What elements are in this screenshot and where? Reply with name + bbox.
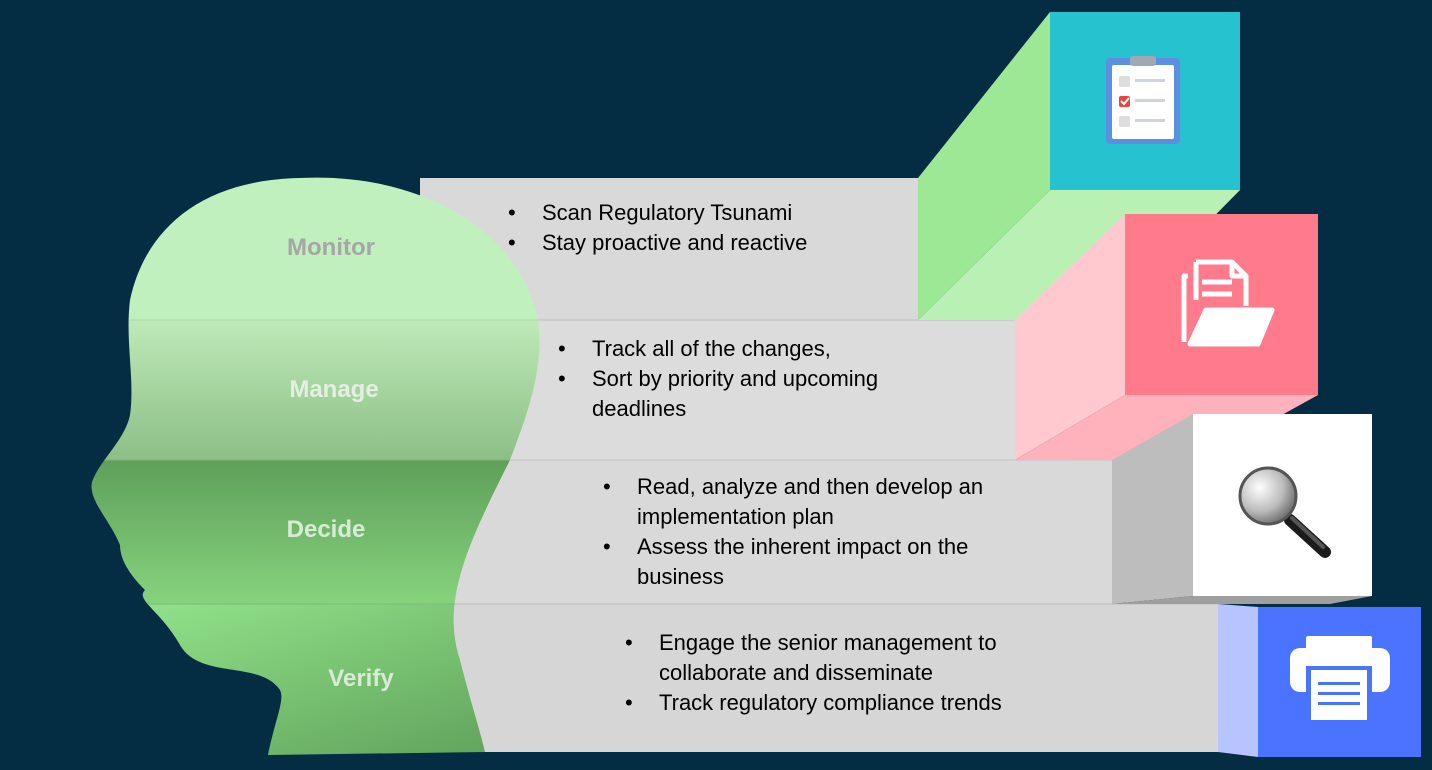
stage-label-manage: Manage — [289, 376, 379, 403]
head-silhouette — [91, 177, 540, 755]
list-item: Engage the senior management to collabor… — [625, 628, 1065, 688]
stage-label-monitor: Monitor — [287, 234, 375, 261]
list-item: Track regulatory compliance trends — [625, 688, 1065, 718]
verify-bullets: Engage the senior management to collabor… — [625, 628, 1065, 718]
decide-bullets: Read, analyze and then develop an implem… — [603, 472, 1033, 592]
list-item: Read, analyze and then develop an implem… — [603, 472, 1033, 532]
list-item: Assess the inherent impact on the busine… — [603, 532, 1033, 592]
stage-label-decide: Decide — [286, 516, 366, 543]
clipboard-checklist-icon — [1106, 56, 1180, 144]
magnifying-glass-icon — [1238, 466, 1331, 558]
printer-icon — [1290, 636, 1390, 724]
manage-bullets: Track all of the changes, Sort by priori… — [558, 334, 948, 424]
monitor-bullets: Scan Regulatory Tsunami Stay proactive a… — [508, 198, 888, 258]
list-item: Track all of the changes, — [558, 334, 948, 364]
manage-icon-box — [1015, 214, 1318, 460]
list-item: Sort by priority and upcoming deadlines — [558, 364, 948, 424]
document-folder-icon — [1181, 259, 1275, 347]
list-item: Stay proactive and reactive — [508, 228, 888, 258]
stage-label-verify: Verify — [328, 665, 394, 692]
list-item: Scan Regulatory Tsunami — [508, 198, 888, 228]
